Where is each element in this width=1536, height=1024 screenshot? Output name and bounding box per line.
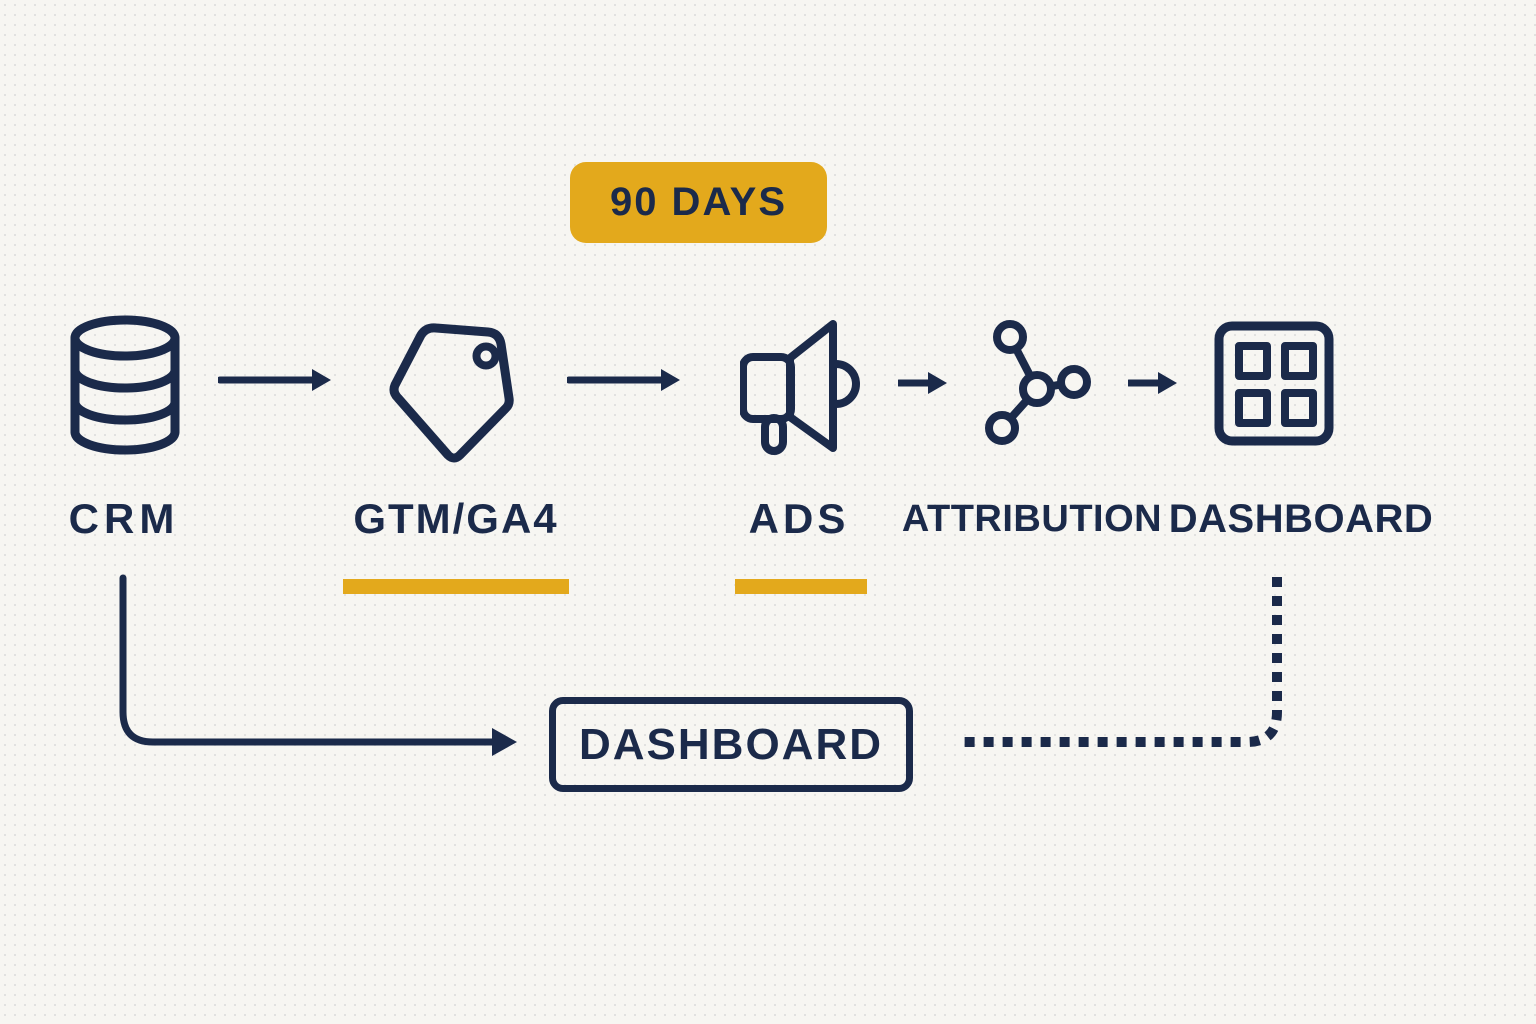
node-label-dashboard: DASHBOARD [1168, 497, 1434, 541]
grid-icon [1214, 321, 1334, 446]
tag-icon [389, 323, 514, 463]
arrow-right-icon [218, 369, 331, 391]
duration-badge: 90 DAYS [570, 162, 827, 243]
crm-to-dashboard-connector [119, 574, 517, 756]
arrow-right-icon [898, 372, 947, 394]
dashboard-box-label: DASHBOARD [579, 719, 883, 769]
node-label-gtm-ga4: GTM/GA4 [353, 495, 559, 542]
node-label-crm: CRM [68, 495, 180, 542]
database-icon [70, 315, 180, 455]
arrow-right-icon [1128, 372, 1177, 394]
dashboard-dotted-connector [958, 577, 1282, 747]
network-icon [985, 320, 1091, 445]
node-label-attribution: ATTRIBUTION [901, 498, 1163, 540]
highlight-underline-gtm [343, 579, 569, 594]
highlight-underline-ads [735, 579, 867, 594]
megaphone-icon [740, 320, 860, 455]
node-label-ads: ADS [748, 495, 850, 542]
dashboard-box: DASHBOARD [549, 697, 913, 792]
arrow-right-icon [567, 369, 680, 391]
duration-badge-label: 90 DAYS [609, 180, 788, 224]
